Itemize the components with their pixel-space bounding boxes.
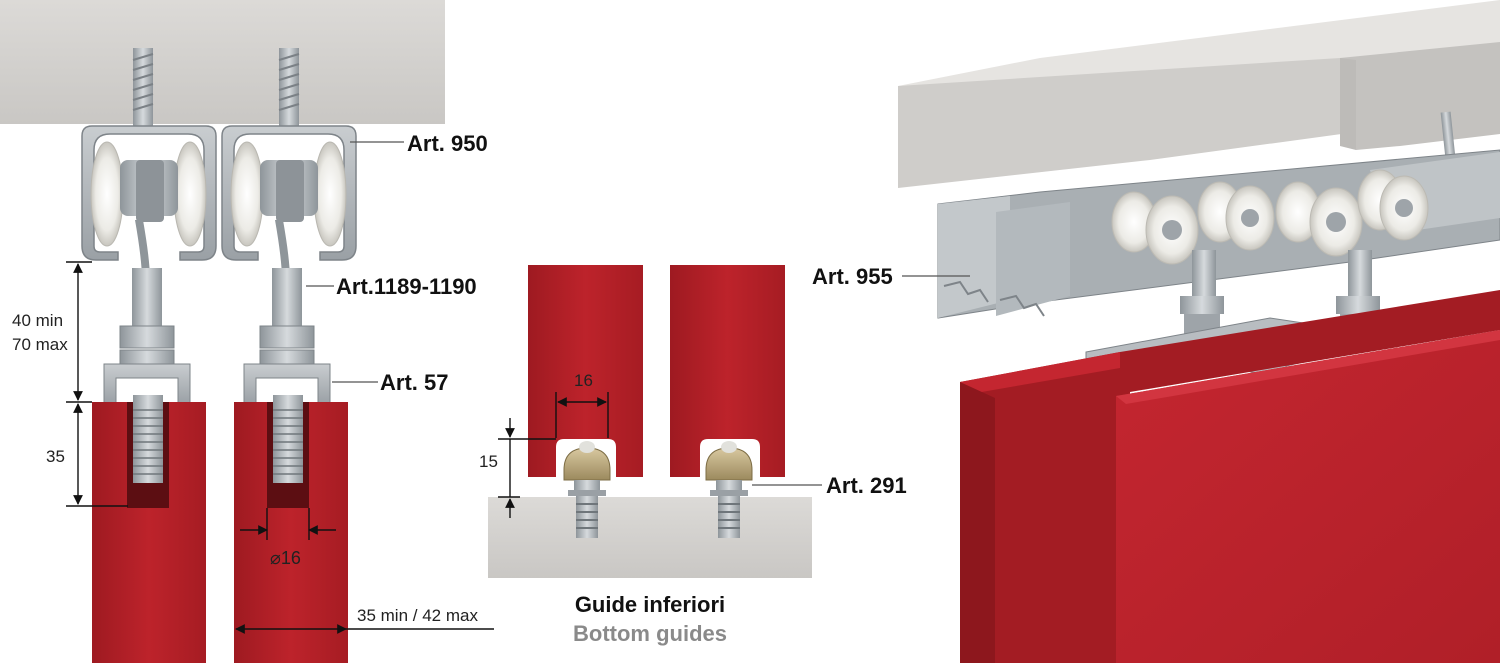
roller-carriage-left [1111,181,1275,334]
dim-hanger-max: 70 max [12,335,68,354]
label-art-1189-1190: Art.1189-1190 [336,274,477,299]
hex-nut [259,325,315,349]
hex-nut [119,325,175,349]
floor-guide-right [705,441,753,538]
label-art-955: Art. 955 [812,264,893,289]
door-panel-back [960,290,1500,663]
door-panel-front [1116,330,1500,663]
ceiling-screw-right [278,48,300,126]
labels-layer: Art. 950 Art.1189-1190 Art. 57 Art. 955 … [12,131,907,646]
dim-guide-height: 15 [479,452,498,471]
dim-diameter: ⌀16 [270,548,301,568]
floor-concrete [488,497,812,578]
hanger-bolt-right [272,268,302,326]
track-profile-left [81,125,217,261]
perspective-view [898,0,1500,663]
ceiling-screw-left [132,48,154,126]
dim-gap: 16 [574,371,593,390]
label-art-291: Art. 291 [826,473,907,498]
roller [90,141,124,247]
hex-nut [119,349,175,365]
roller [313,141,347,247]
roller [173,141,207,247]
label-art-950: Art. 950 [407,131,488,156]
caption-english: Bottom guides [573,621,727,646]
label-art-57: Art. 57 [380,370,448,395]
dim-depth: 35 [46,447,65,466]
ceiling-concrete [0,0,445,124]
left-section-drawing [0,0,494,663]
hex-nut [259,349,315,365]
dimension-lines [66,261,494,634]
roller-carriage-right [1275,169,1429,332]
hanger-bolt-left [132,268,162,326]
dim-hanger-min: 40 min [12,311,63,330]
roller [230,141,264,247]
caption-italian: Guide inferiori [575,592,725,617]
bottom-guides-drawing [488,265,822,578]
floor-guide-left [563,441,611,538]
track-profile-right [221,125,357,261]
dim-door-thickness: 35 min / 42 max [357,606,478,625]
